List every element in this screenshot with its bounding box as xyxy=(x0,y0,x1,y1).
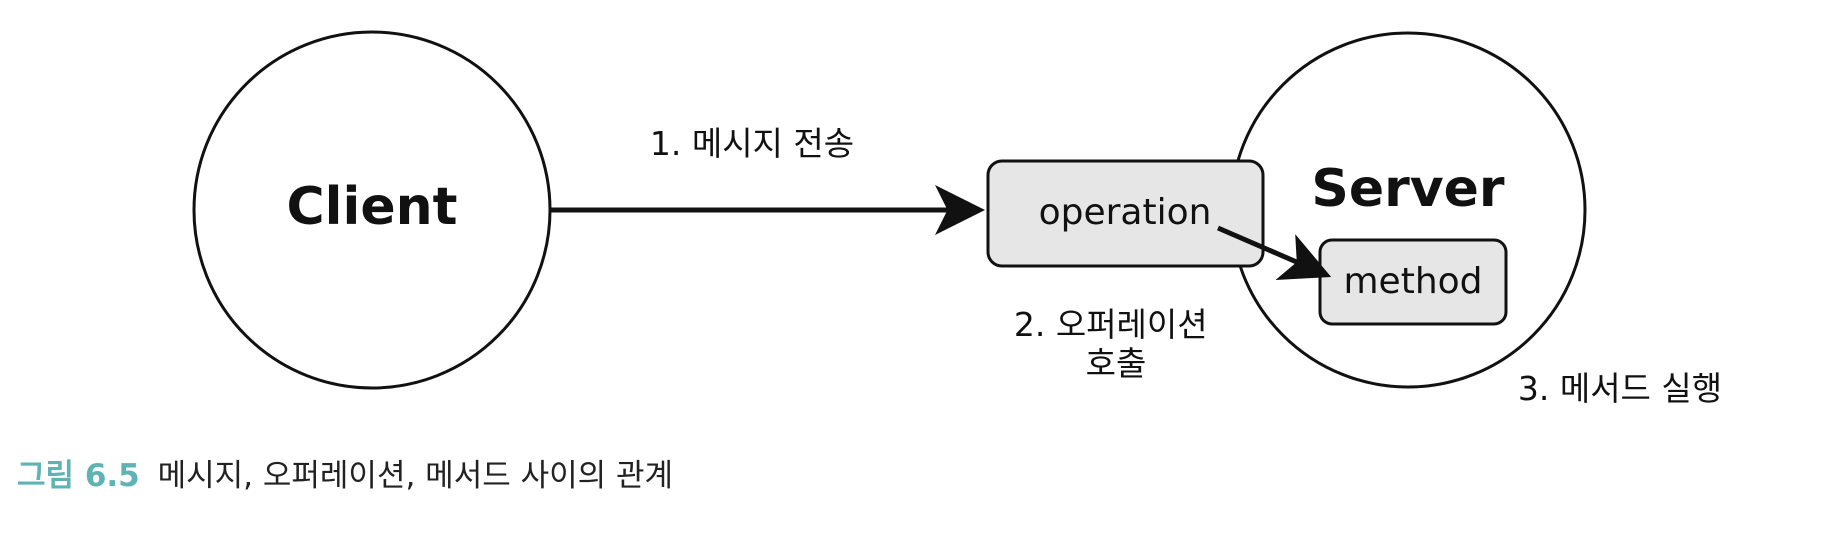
call-operation-label-line1: 2. 오퍼레이션 xyxy=(1014,305,1208,344)
client-circle xyxy=(192,30,552,390)
figure-number: 그림 6.5 xyxy=(17,458,140,494)
method-label: method xyxy=(1343,261,1482,302)
run-method-label: 3. 메서드 실행 xyxy=(1518,369,1722,408)
operation-box xyxy=(986,159,1265,268)
server-label: Server xyxy=(1311,159,1505,219)
call-operation-arrow xyxy=(1217,225,1332,281)
call-operation-label-line2: 호출 xyxy=(1086,344,1147,383)
figure-caption-text: 메시지, 오퍼레이션, 메서드 사이의 관계 xyxy=(157,458,674,494)
call-operation-label: 2. 오퍼레이션 호출 xyxy=(1014,305,1218,383)
method-box xyxy=(1318,238,1508,326)
client-label: Client xyxy=(287,177,458,237)
send-message-label: 1. 메시지 전송 xyxy=(650,124,854,163)
operation-label: operation xyxy=(1039,192,1212,233)
figure-caption: 그림 6.5 메시지, 오퍼레이션, 메서드 사이의 관계 xyxy=(17,450,673,495)
